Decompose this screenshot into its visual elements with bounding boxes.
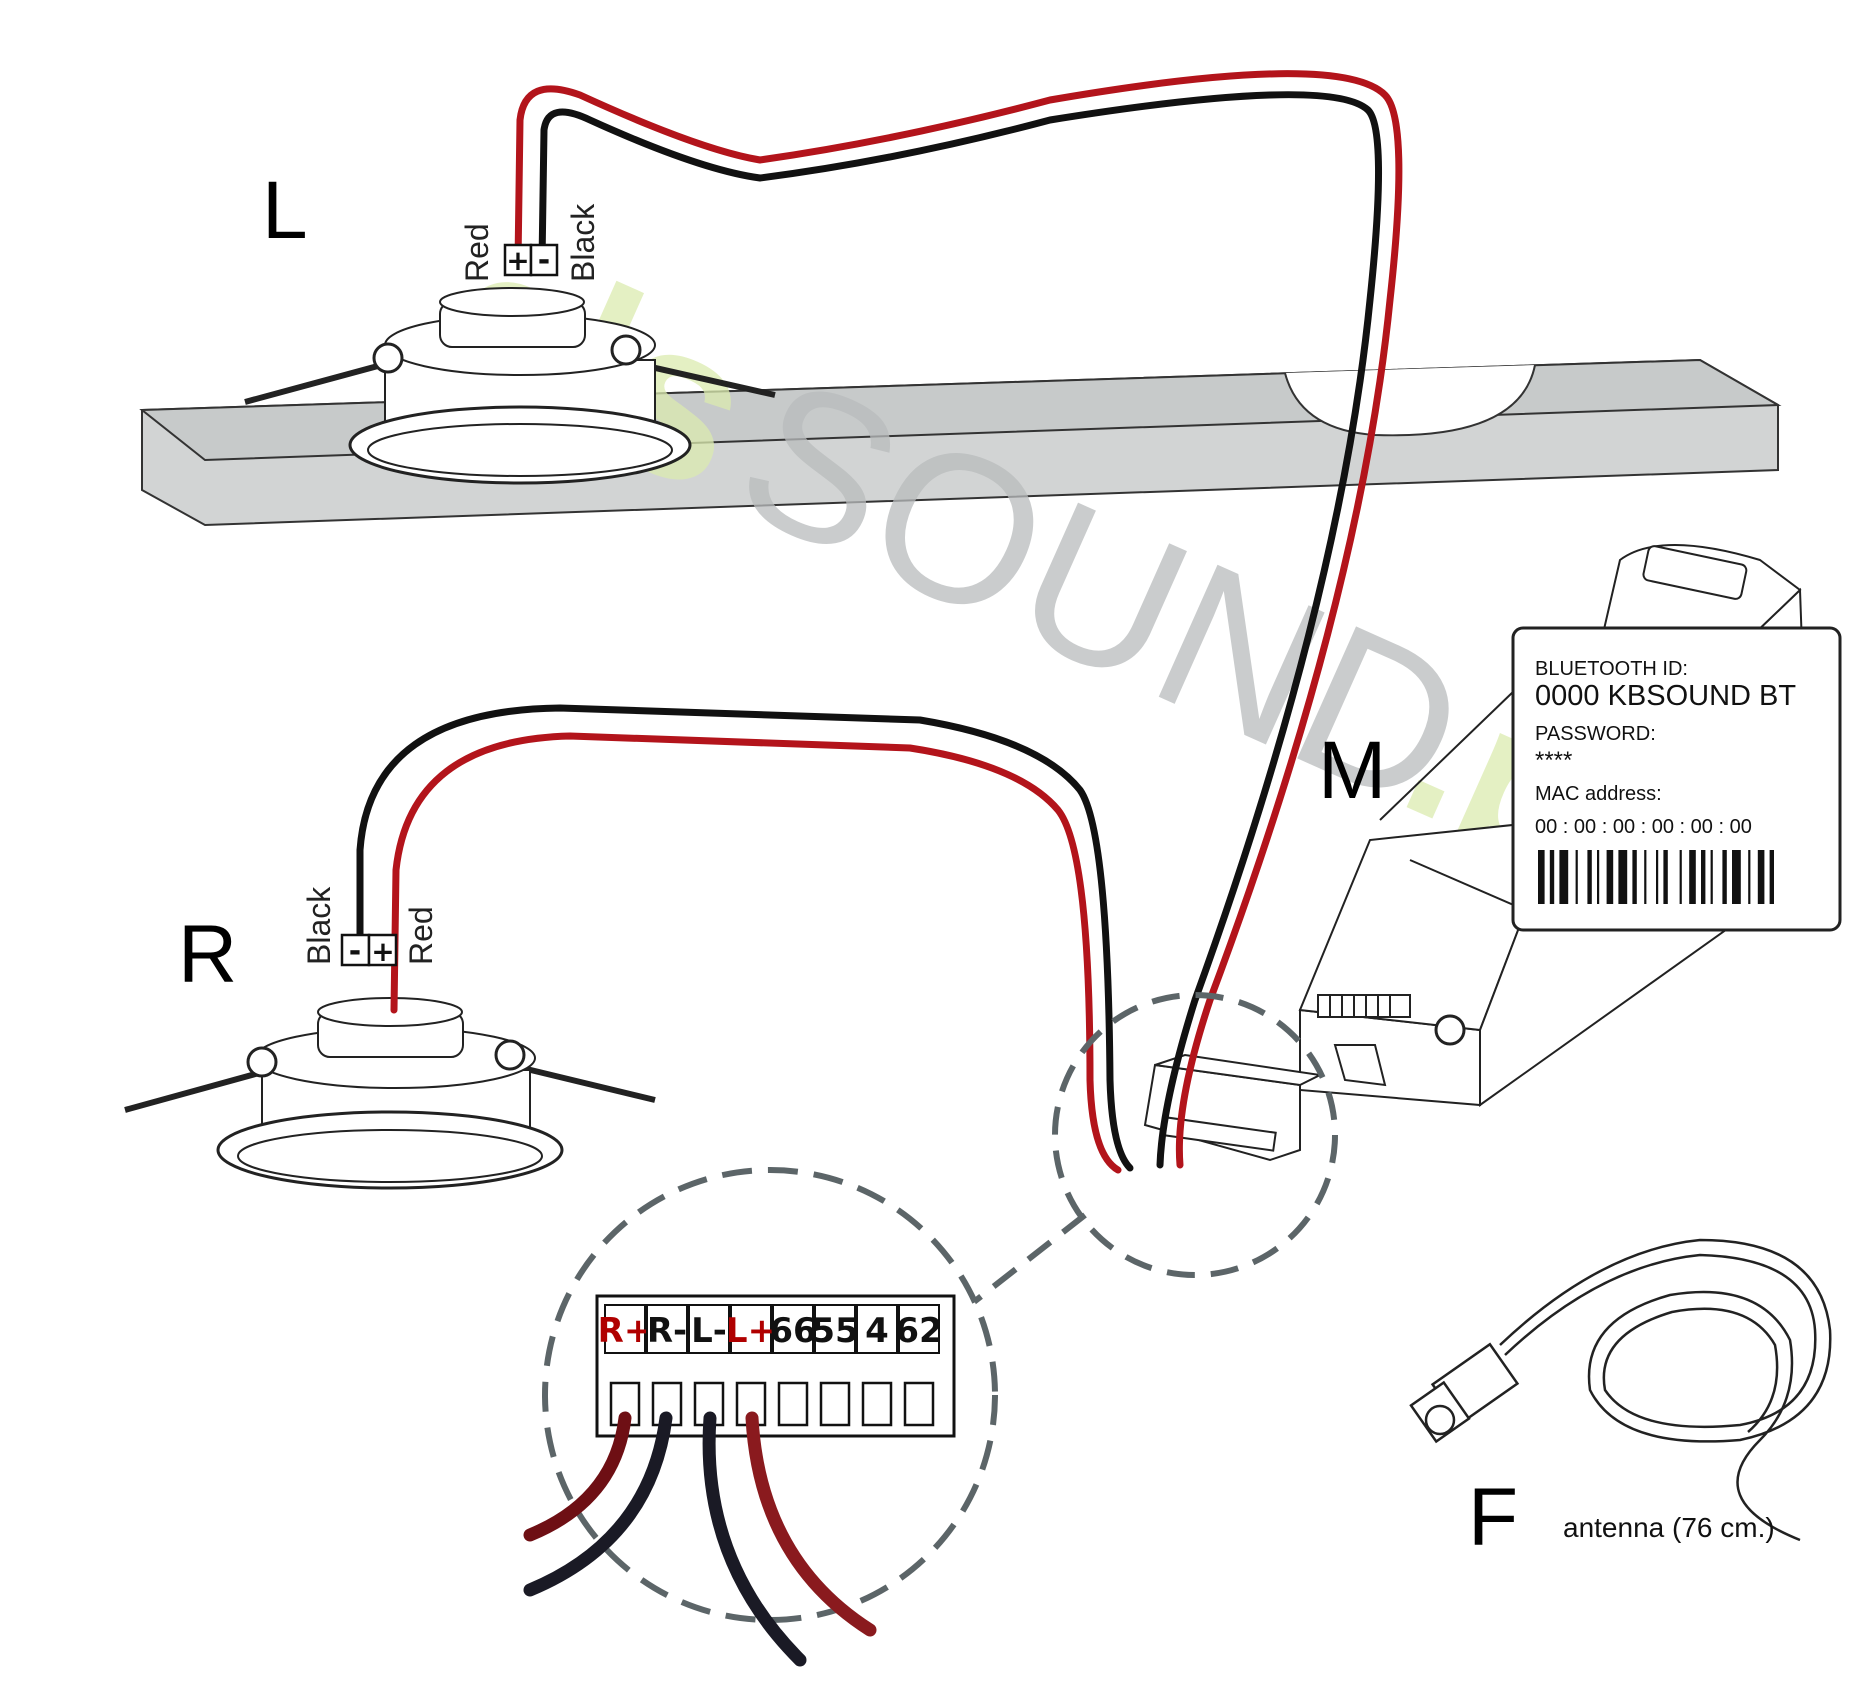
password-value: **** xyxy=(1535,747,1572,774)
barcode-bar xyxy=(1769,850,1774,904)
left-red-label: Red xyxy=(459,223,495,282)
terminal-label: 66 xyxy=(769,1311,816,1351)
label-right-speaker: R xyxy=(178,909,237,1000)
bluetooth-id-value: 0000 KBSOUND BT xyxy=(1535,680,1796,712)
barcode-bar xyxy=(1757,850,1765,904)
terminal-label-box xyxy=(772,1304,814,1354)
right-plus-symbol: + xyxy=(371,935,394,968)
card-pointer xyxy=(1379,689,1516,821)
terminal-label: 4 xyxy=(865,1311,889,1351)
barcode-bar xyxy=(1679,850,1682,904)
terminal-label-box xyxy=(646,1304,688,1354)
terminal-label-box xyxy=(688,1304,730,1354)
terminal-label: R+ xyxy=(598,1311,653,1351)
left-plus-symbol: + xyxy=(506,244,529,277)
barcode xyxy=(1538,850,1774,904)
right-minus-symbol: - xyxy=(349,934,361,969)
terminal-slot xyxy=(903,1381,935,1427)
detail-wires xyxy=(523,1411,877,1667)
barcode-bar xyxy=(1710,850,1713,904)
mac-label: MAC address: xyxy=(1535,783,1662,805)
mac-value: 00 : 00 : 00 : 00 : 00 : 00 xyxy=(1535,816,1752,838)
barcode-bar xyxy=(1575,850,1578,904)
barcode-bar xyxy=(1656,850,1659,904)
terminal-label: L- xyxy=(691,1311,727,1351)
left-black-label: Black xyxy=(565,203,601,282)
antenna xyxy=(1409,1238,1832,1542)
right-black-label: Black xyxy=(301,886,337,965)
right-speaker-wires xyxy=(356,704,1134,1174)
password-label: PASSWORD: xyxy=(1535,723,1656,745)
terminal-label-box xyxy=(898,1304,940,1354)
label-left-speaker: L xyxy=(262,165,308,256)
left-terminal: + - Red Black xyxy=(459,203,601,282)
antenna-caption: antenna (76 cm.) xyxy=(1563,1512,1775,1543)
loose-connector xyxy=(1143,1053,1324,1162)
barcode-bar xyxy=(1632,850,1637,904)
terminal-label-box xyxy=(604,1304,646,1354)
left-speaker xyxy=(244,287,776,485)
antenna-connector xyxy=(1434,1014,1466,1046)
barcode-bar xyxy=(1559,850,1569,904)
barcode-bar xyxy=(1587,850,1592,904)
terminal-slot xyxy=(777,1381,809,1427)
card-pointer-2 xyxy=(1409,859,1526,911)
terminal-label: 62 xyxy=(895,1311,942,1351)
barcode-bar xyxy=(1549,850,1555,904)
barcode-bar xyxy=(1663,850,1668,904)
label-antenna: F xyxy=(1468,1472,1518,1563)
terminal-label-box xyxy=(730,1304,772,1354)
barcode-bar xyxy=(1722,850,1727,904)
barcode-bar xyxy=(1689,850,1696,904)
label-module: M xyxy=(1318,725,1386,816)
barcode-bar xyxy=(1701,850,1706,904)
barcode-bar xyxy=(1748,850,1751,904)
terminal-slot xyxy=(819,1381,851,1427)
terminal-label-box xyxy=(814,1304,856,1354)
barcode-bar xyxy=(1644,850,1647,904)
right-red-label: Red xyxy=(403,906,439,965)
terminal-label: R- xyxy=(647,1311,687,1351)
terminal-label: L+ xyxy=(726,1311,776,1351)
bluetooth-id-label: BLUETOOTH ID: xyxy=(1535,658,1688,680)
detail-connector-line xyxy=(968,1212,1087,1308)
terminal-label: 55 xyxy=(811,1311,858,1351)
barcode-bar xyxy=(1606,850,1614,904)
terminal-slot xyxy=(861,1381,893,1427)
left-speaker-wires xyxy=(514,70,1403,1169)
terminal-label-box xyxy=(856,1304,898,1354)
barcode-bar xyxy=(1538,850,1545,904)
right-speaker xyxy=(124,997,656,1190)
left-minus-symbol: - xyxy=(538,243,550,278)
barcode-bar xyxy=(1618,850,1628,904)
module-pins xyxy=(1317,994,1411,1018)
barcode-bar xyxy=(1597,850,1600,904)
bluetooth-info-card: BLUETOOTH ID: 0000 KBSOUND BT PASSWORD: … xyxy=(1511,626,1842,932)
detail-circle-small xyxy=(1052,992,1338,1278)
barcode-bar xyxy=(1732,850,1741,904)
right-terminal: - + Black Red xyxy=(301,886,439,969)
